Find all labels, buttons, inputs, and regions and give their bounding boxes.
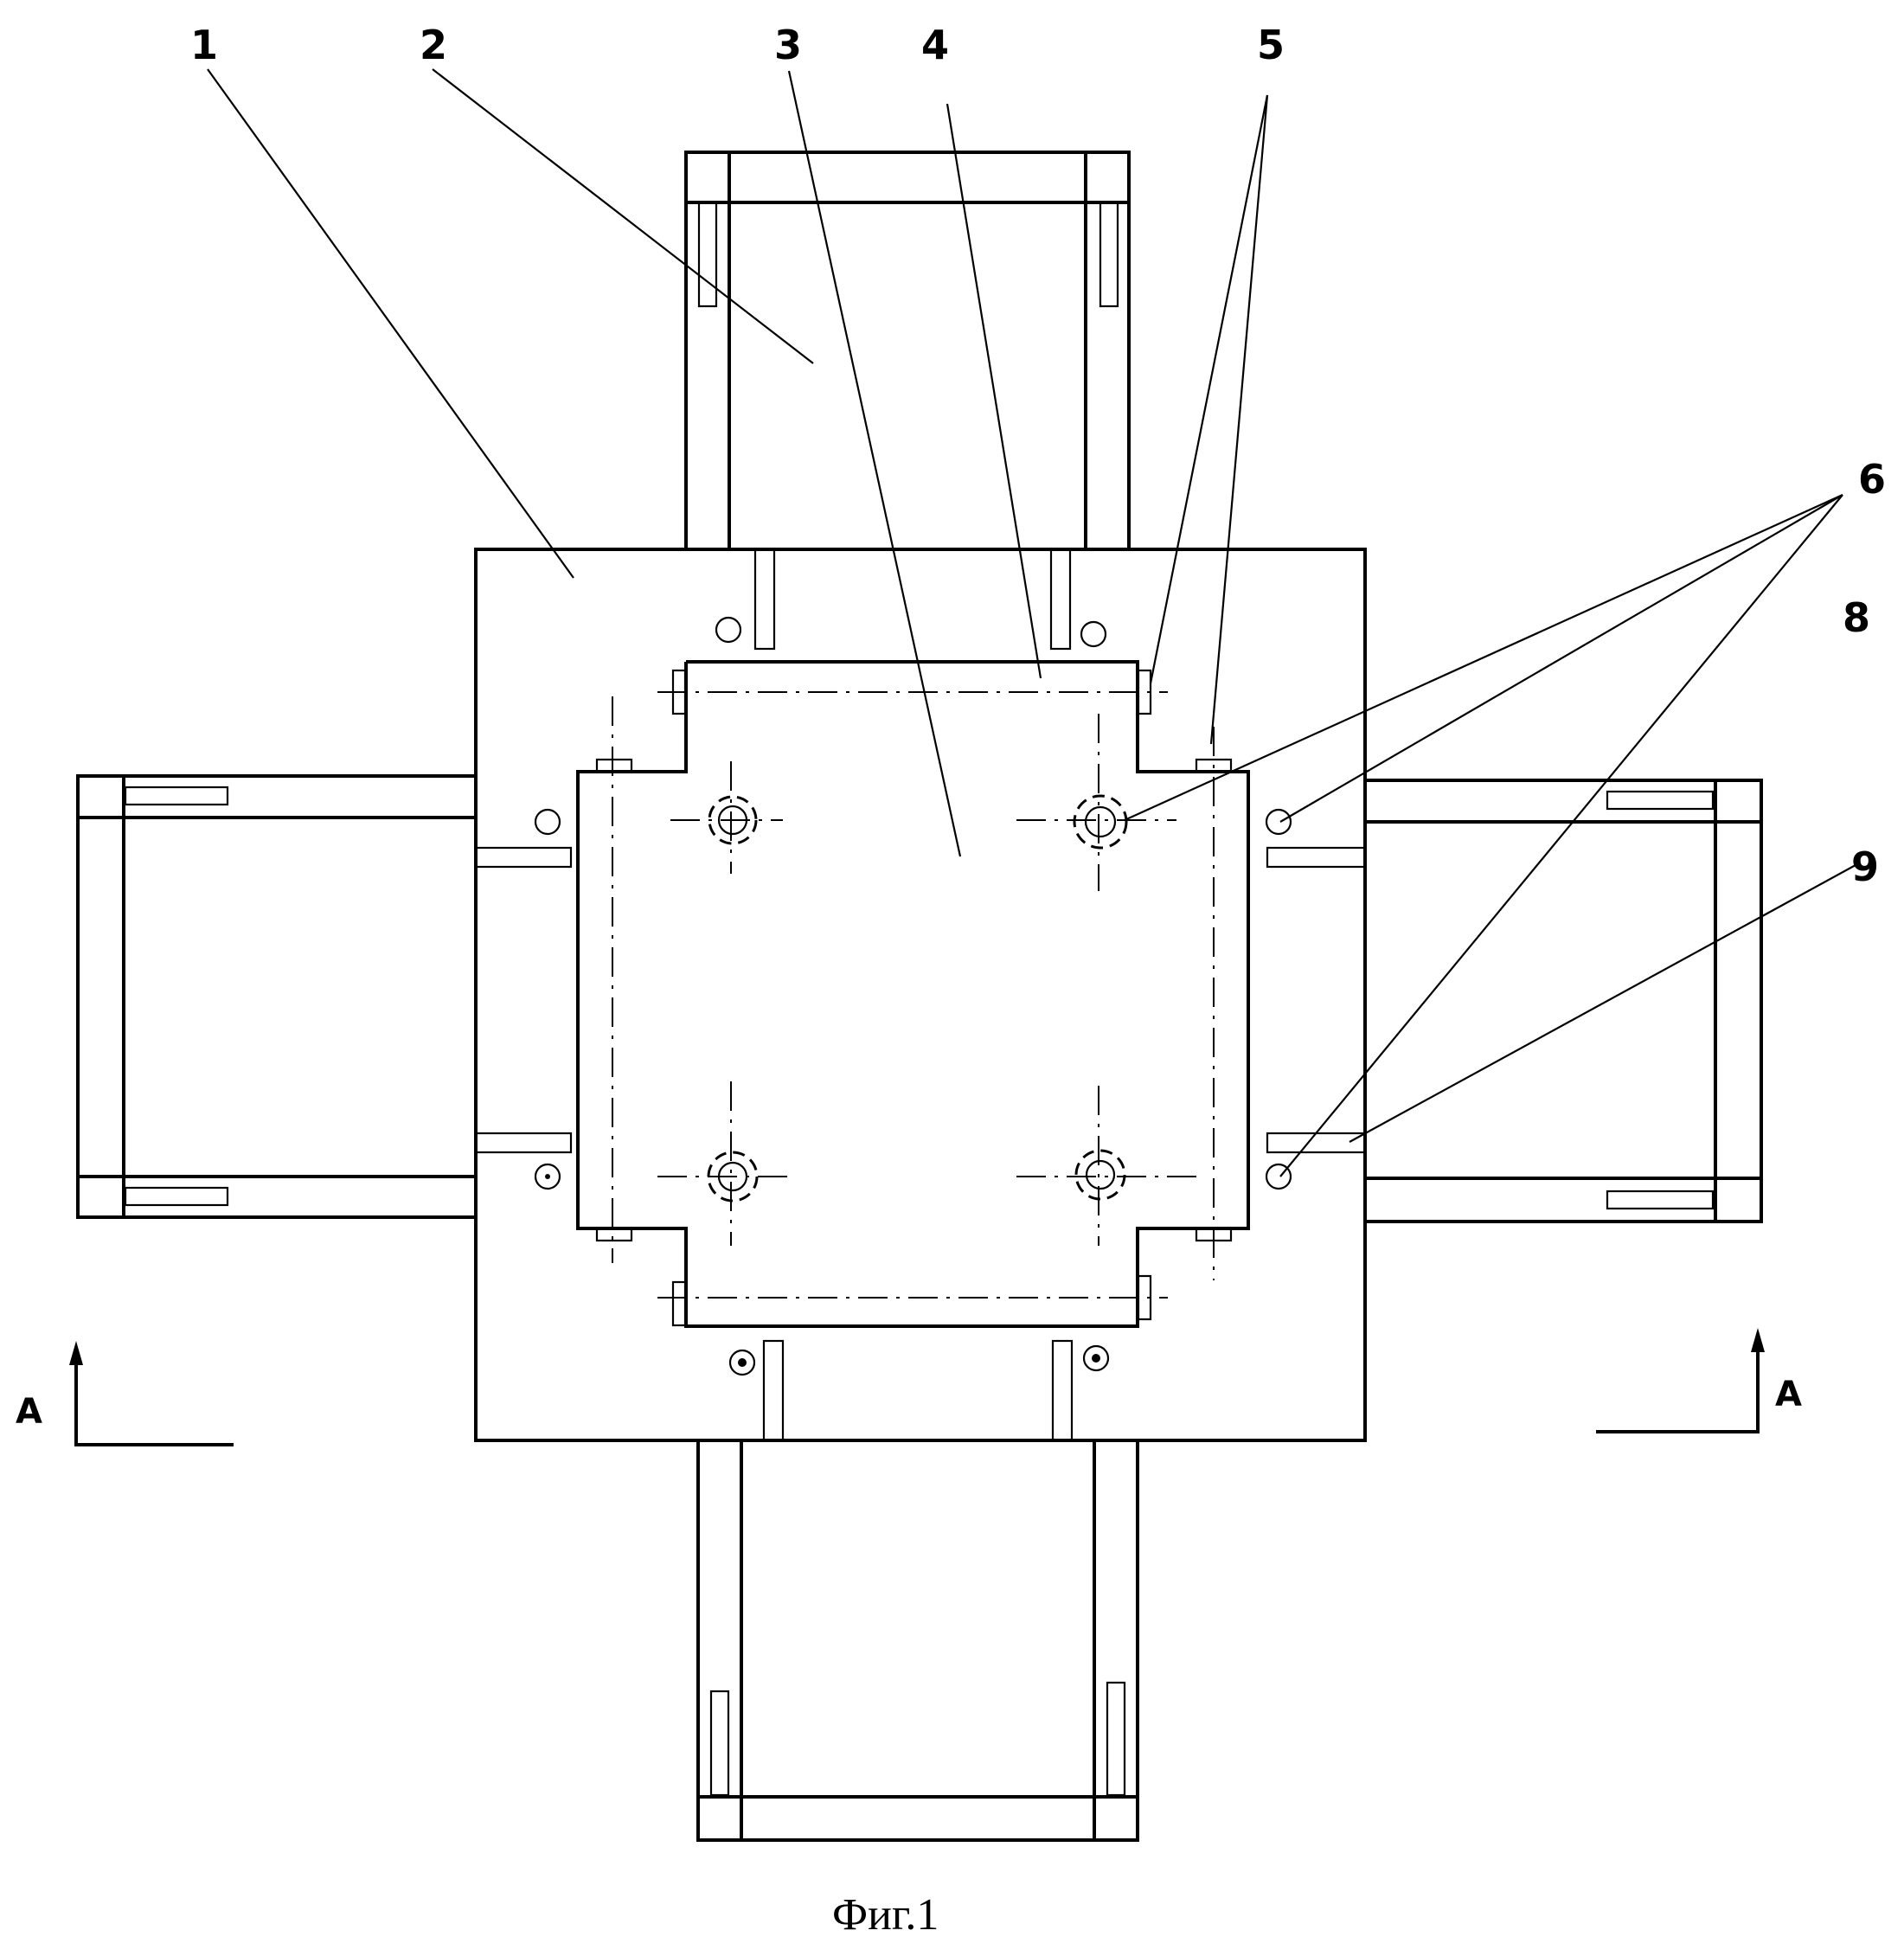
label-5: 5 — [1257, 22, 1285, 68]
label-4: 4 — [921, 22, 949, 68]
die-plate — [578, 662, 1248, 1326]
top-arm — [686, 152, 1129, 549]
label-3: 3 — [774, 22, 802, 68]
figure-caption: Фиг.1 — [832, 1890, 939, 1940]
section-marker-left: A — [16, 1341, 234, 1445]
guide-bars — [476, 549, 1365, 1440]
base-plate — [476, 549, 1365, 1440]
label-2: 2 — [420, 22, 447, 68]
stop-pins — [535, 618, 1291, 1375]
label-1: 1 — [190, 22, 218, 68]
leader-lines — [208, 69, 1856, 1177]
label-8: 8 — [1843, 594, 1870, 641]
left-arm — [78, 776, 476, 1217]
section-label-right: A — [1775, 1375, 1802, 1414]
label-6: 6 — [1858, 456, 1886, 503]
fixing-holes — [708, 796, 1126, 1201]
label-9: 9 — [1851, 843, 1879, 890]
bottom-arm — [698, 1440, 1138, 1840]
section-marker-right: A — [1596, 1328, 1802, 1432]
section-label-left: A — [16, 1392, 42, 1432]
center-lines — [612, 692, 1214, 1298]
